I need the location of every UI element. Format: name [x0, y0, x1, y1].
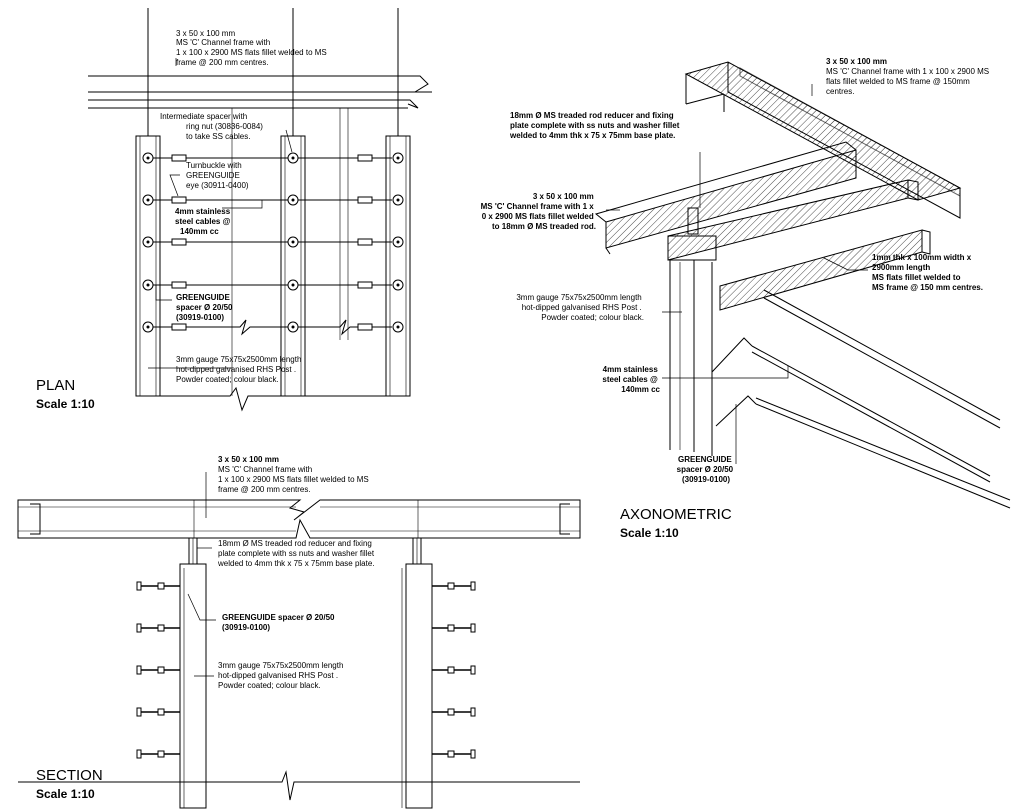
- greenguide-spacer: [136, 623, 180, 633]
- plan-cable-row: [142, 236, 404, 248]
- section-note-frame-body: MS 'C' Channel frame with 1 x 100 x 2900…: [218, 465, 371, 494]
- greenguide-spacer: [432, 665, 476, 675]
- greenguide-spacer: [136, 749, 180, 759]
- plan-cable-row: [142, 194, 404, 206]
- axonometric-title: AXONOMETRIC: [620, 506, 732, 523]
- section-scale: Scale 1:10: [36, 787, 95, 801]
- plan-cable-row: [142, 279, 404, 291]
- greenguide-spacer: [432, 623, 476, 633]
- axo-note-frame-top-head: 3 x 50 x 100 mm: [826, 57, 887, 66]
- plan-note-frame: 3 x 50 x 100 mm MS 'C' Channel frame wit…: [176, 29, 329, 67]
- greenguide-spacer: [136, 581, 180, 591]
- greenguide-spacer: [432, 581, 476, 591]
- axo-threaded-rod: [687, 207, 699, 235]
- axo-left-frame: [605, 149, 857, 249]
- plan-note-post: 3mm gauge 75x75x2500mm length hot-dipped…: [176, 355, 304, 384]
- section-note-greenguide: GREENGUIDE spacer Ø 20/50 (30919-0100): [222, 613, 337, 632]
- greenguide-spacer: [432, 749, 476, 759]
- section-post-right: [405, 563, 433, 809]
- axonometric-view: 3 x 50 x 100 mm MS 'C' Channel frame wit…: [481, 57, 1011, 540]
- section-spacers-left: [136, 581, 180, 759]
- plan-cable-row: [142, 319, 404, 336]
- plan-cable-row: [142, 152, 404, 164]
- plan-note-turnbuckle: Turnbuckle with GREENGUIDE eye (30911-04…: [186, 161, 249, 190]
- section-note-frame: 3 x 50 x 100 mm: [218, 455, 279, 464]
- greenguide-spacer: [432, 707, 476, 717]
- axonometric-scale: Scale 1:10: [620, 526, 679, 540]
- section-spacers-right: [432, 581, 476, 759]
- section-post-left: [179, 563, 207, 809]
- plan-view: 3 x 50 x 100 mm MS 'C' Channel frame wit…: [36, 8, 432, 412]
- plan-title: PLAN: [36, 377, 75, 394]
- axo-cables: [711, 289, 1011, 509]
- section-channel-frame: [17, 499, 581, 539]
- plan-scale: Scale 1:10: [36, 397, 95, 411]
- axo-note-greenguide: GREENGUIDE spacer Ø 20/50 (30919-0100): [677, 455, 736, 484]
- plan-post-right: [385, 135, 411, 397]
- section-note-rod: 18mm Ø MS treaded rod reducer and fixing…: [217, 539, 376, 568]
- section-note-post: 3mm gauge 75x75x2500mm length hot-dipped…: [218, 661, 346, 690]
- axo-note-post: 3mm gauge 75x75x2500mm length hot-dipped…: [516, 293, 644, 322]
- axo-note-flats: 1mm thk x 100mm width x 2900mm length MS…: [872, 253, 983, 292]
- section-view: 3 x 50 x 100 mm MS 'C' Channel frame wit…: [17, 455, 581, 809]
- plan-channel-frame: [88, 75, 432, 109]
- greenguide-spacer: [136, 707, 180, 717]
- plan-note-greenguide: GREENGUIDE spacer Ø 20/50 (30919-0100): [176, 293, 235, 322]
- plan-note-spacer: Intermediate spacer with ring nut (30836…: [160, 112, 265, 141]
- section-title: SECTION: [36, 767, 103, 784]
- axo-post: [669, 260, 713, 456]
- plan-note-cables: 4mm stainless steel cables @ 140mm cc: [175, 207, 233, 236]
- plan-post-left: [135, 135, 161, 397]
- axo-base-plate: [667, 235, 717, 261]
- axo-note-rod: 18mm Ø MS treaded rod reducer and fixing…: [509, 111, 682, 140]
- axo-note-frame-top: MS 'C' Channel frame with 1 x 100 x 2900…: [826, 67, 991, 96]
- greenguide-spacer: [136, 665, 180, 675]
- plan-cables: [142, 152, 404, 336]
- axo-note-frame-left: 3 x 50 x 100 mm MS 'C' Channel frame wit…: [481, 192, 596, 231]
- axo-note-cables: 4mm stainless steel cables @ 140mm cc: [602, 365, 660, 394]
